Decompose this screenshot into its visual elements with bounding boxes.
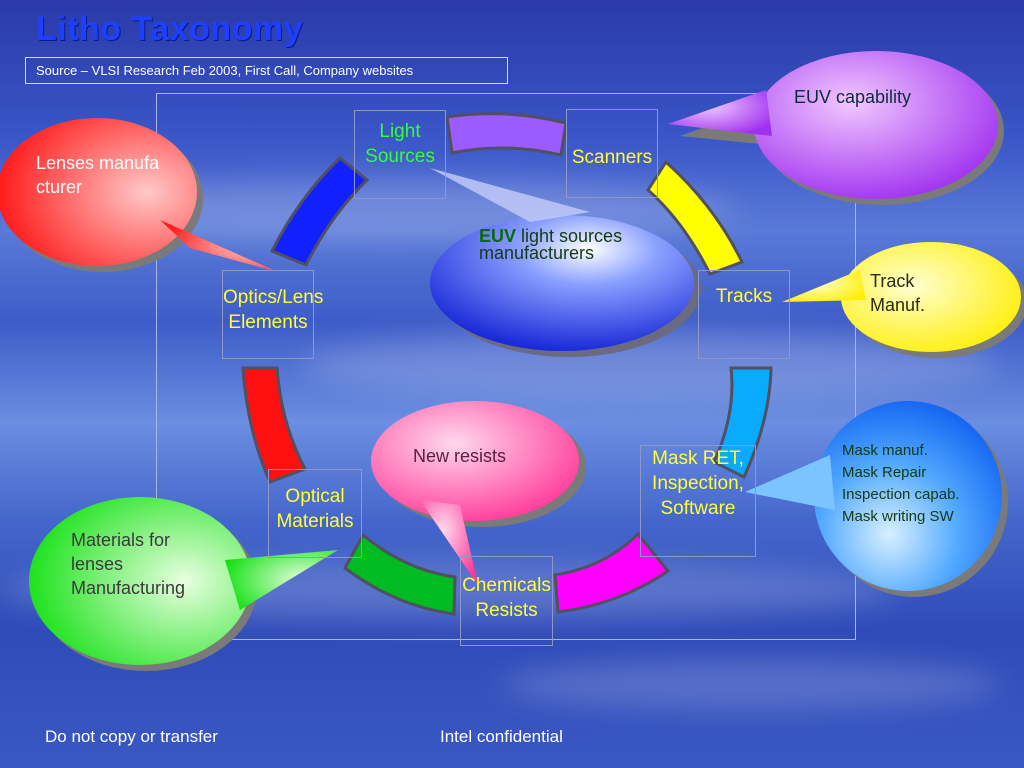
segment-scanners — [646, 159, 745, 276]
mask-list: Mask manuf. Mask Repair Inspection capab… — [842, 443, 982, 531]
new-resists-text: New resists — [413, 446, 507, 466]
mask-item: Inspection capab. — [842, 486, 960, 503]
segment-light-sources — [445, 112, 568, 157]
cycle-ring — [241, 112, 773, 616]
euv-light-rest: light sources manufacturers — [479, 226, 623, 263]
mask-item: Mask writing SW — [842, 508, 954, 525]
node-optics: Optics/Lens Elements — [222, 270, 323, 359]
node-tracks: Tracks — [698, 270, 790, 359]
diagram-frame — [156, 93, 856, 640]
segment-tracks — [712, 366, 773, 480]
segment-chemicals — [343, 532, 457, 616]
source-note: Source – VLSI Research Feb 2003, First C… — [25, 57, 508, 84]
bubble-new-resists — [371, 401, 586, 585]
euv-light-bold: EUV — [479, 226, 517, 246]
mask-item: Mask manuf. — [842, 442, 928, 459]
node-chemicals: Chemicals Resists — [460, 556, 553, 646]
materials-text: Materials for lenses Manufacturing — [71, 530, 186, 598]
euv-light-text: EUV light sources manufacturers — [479, 226, 639, 263]
bubble-track-manuf — [782, 242, 1024, 358]
slide-title: Litho Taxonomy — [36, 10, 304, 48]
euv-capability-text: EUV capability — [794, 87, 912, 107]
lenses-text: Lenses manufacturer — [36, 153, 160, 197]
bubble-euv-capability — [668, 51, 1004, 205]
segment-mask — [553, 531, 671, 614]
node-scanners: Scanners — [566, 109, 658, 198]
background-cloud — [500, 660, 1000, 710]
segment-optics — [269, 156, 370, 267]
bubble-lenses — [0, 118, 278, 272]
mask-item: Mask Repair — [842, 464, 927, 481]
footer-center: Intel confidential — [440, 727, 563, 746]
bubble-euv-light — [430, 168, 701, 357]
bubble-mask — [745, 401, 1008, 597]
footer-left: Do not copy or transfer — [45, 727, 218, 746]
track-manuf-text: Track Manuf. — [870, 271, 926, 315]
node-mask: Mask RET, Inspection, Software — [640, 445, 756, 557]
node-light-sources: Light Sources — [354, 110, 446, 199]
node-optical-materials: Optical Materials — [268, 469, 362, 558]
bubble-materials — [29, 497, 338, 671]
segment-optical-materials — [241, 366, 308, 484]
